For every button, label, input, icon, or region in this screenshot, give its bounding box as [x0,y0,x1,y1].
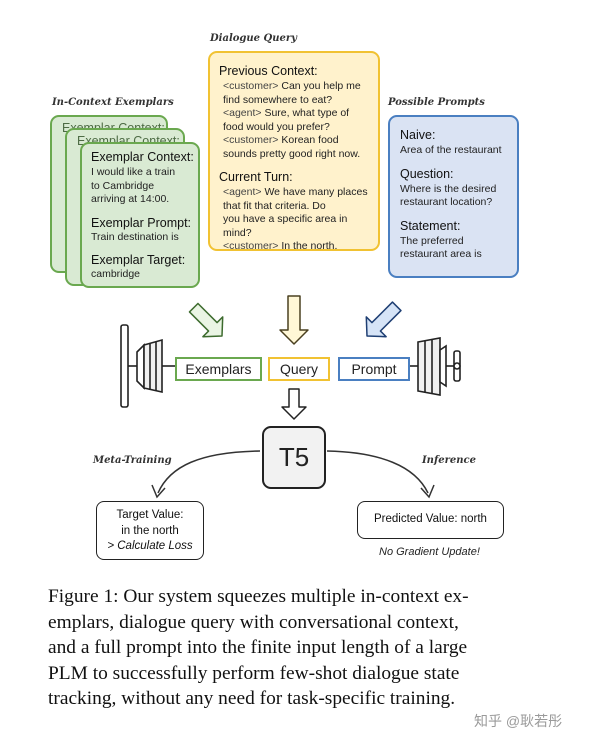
no-gradient-note: No Gradient Update! [379,546,480,558]
caption-line: PLM to successfully perform few-shot dia… [48,662,460,684]
utterance: Can you help me [278,80,361,92]
caption-line: emplars, dialogue query with conversatio… [48,611,459,633]
dialogue-line: <customer> Korean food [223,134,378,148]
figure-caption: Figure 1: Our system squeezes multiple i… [48,584,520,712]
inference-arrowhead-icon [420,484,435,499]
utterance: sounds pretty good right now. [223,147,361,160]
exemplar-context-line: to Cambridge [91,179,155,192]
statement-line: The preferred [400,234,464,247]
exemplar-target-label: Exemplar Target: [91,253,186,267]
calculate-loss-text: > Calculate Loss [107,540,193,552]
caption-line: Figure 1: Our system squeezes multiple i… [48,586,469,607]
statement-label: Statement: [400,218,461,233]
predicted-value-box: Predicted Value: north [357,501,504,539]
utterance: find somewhere to eat? [223,93,333,106]
question-label: Question: [400,166,454,181]
meta-training-arrowhead-icon [151,484,166,499]
possible-prompts-title: Possible Prompts [388,97,485,108]
right-clamp-icon [410,337,461,396]
in-context-exemplars-title: In-Context Exemplars [52,97,174,108]
dialogue-line: <customer> Can you help me [223,80,378,94]
target-value-box: Target Value: in the north > Calculate L… [96,501,204,560]
dialogue-query-title: Dialogue Query [210,33,297,44]
utterance: Korean food [278,134,339,146]
exemplar-prompt-label: Exemplar Prompt: [91,215,192,230]
left-clamp-icon [120,324,175,408]
question-line: Where is the desired [400,182,497,195]
utterance: food would you prefer? [223,120,330,133]
dialogue-line: <agent> We have many places [223,186,378,200]
exemplars-label-box: Exemplars [175,357,262,381]
exemplar-context-line: I would like a train [91,166,176,178]
exemplar-target-text: cambridge [91,268,141,280]
utterance: Sure, what type of [261,107,350,119]
prompt-arrow-icon [365,301,402,338]
dialogue-query-card: Previous Context: <customer> Can you hel… [208,51,380,254]
meta-training-arrow [157,450,261,494]
dialogue-line: <customer> In the north. [223,240,378,254]
query-label-box: Query [268,357,330,381]
exemplar-context-label: Exemplar Context: [91,150,194,164]
statement-line: restaurant area is [400,248,482,260]
utterance: We have many places [261,186,368,198]
speaker-tag: <customer> [223,134,279,146]
current-turn-label: Current Turn: [219,170,293,184]
query-arrow-icon [279,295,309,345]
question-line: restaurant location? [400,196,493,208]
previous-context-label: Previous Context: [219,64,318,78]
dialogue-line: food would you prefer? [223,121,378,135]
meta-training-label: Meta-Training [93,455,172,466]
speaker-tag: <agent> [223,186,262,198]
caption-line: and a full prompt into the finite input … [48,637,468,658]
dialogue-line: <agent> Sure, what type of [223,107,378,121]
inference-arrow [326,450,429,494]
t5-model-box: T5 [262,426,326,489]
exemplar-arrow-icon [188,302,224,338]
exemplar-card: Exemplar Context: I would like a train t… [80,142,200,288]
target-value-text: in the north [121,524,179,537]
dialogue-line: that fit that criteria. Do [223,200,378,214]
prompt-label-box: Prompt [338,357,410,381]
caption-line: tracking, without any need for task-spec… [48,688,456,709]
target-value-label: Target Value: [116,509,184,521]
utterance: In the north. [278,240,338,252]
dialogue-line: sounds pretty good right now. [223,148,378,162]
inference-label: Inference [422,455,476,466]
speaker-tag: <customer> [223,80,279,92]
speaker-tag: <customer> [223,240,279,252]
exemplar-context-line: arriving at 14:00. [91,193,170,205]
dialogue-line: find somewhere to eat? [223,94,378,108]
naive-label: Naive: [400,128,436,142]
utterance: you have a specific area in mind? [223,213,348,239]
speaker-tag: <agent> [223,107,262,119]
naive-text: Area of the restaurant [400,144,502,156]
utterance: that fit that criteria. Do [223,199,326,212]
dialogue-line: you have a specific area in mind? [223,213,378,240]
diagram-graphics [120,295,461,499]
possible-prompts-card: Naive: Area of the restaurant Question: … [388,115,519,278]
to-model-arrow-icon [281,388,307,420]
exemplar-prompt-text: Train destination is [91,230,179,243]
watermark: 知乎 @耿若彤 [474,713,563,729]
